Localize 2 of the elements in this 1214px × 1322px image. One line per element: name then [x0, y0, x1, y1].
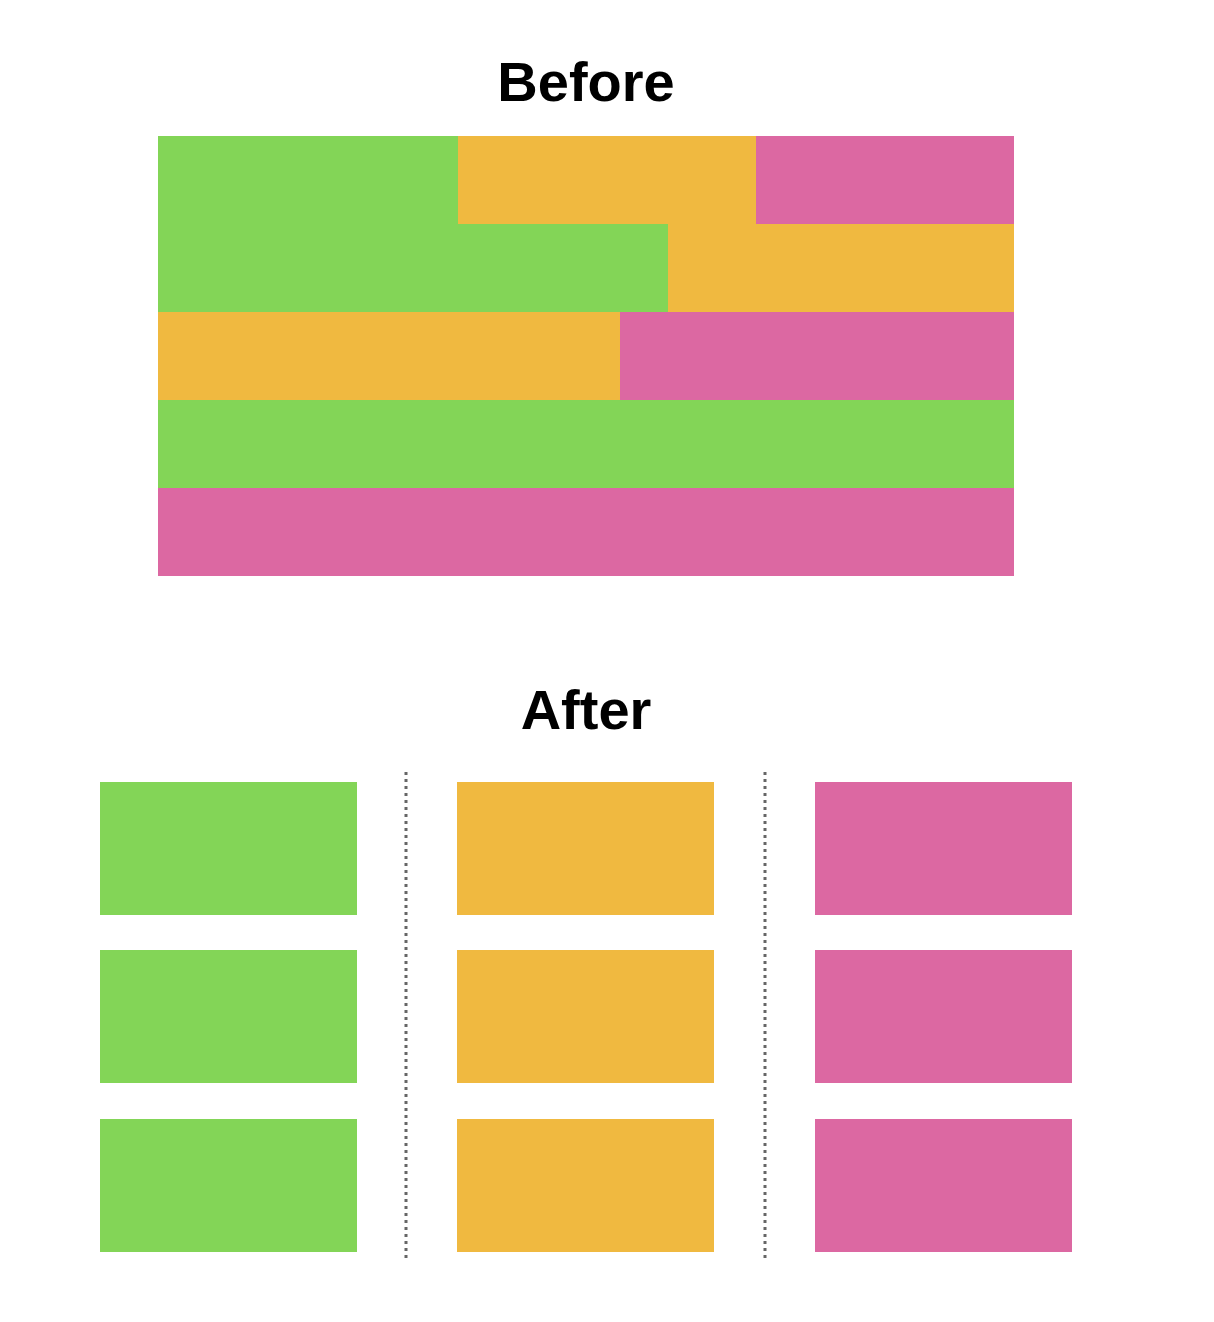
section-heading: After	[520, 678, 652, 742]
section-heading: Before	[497, 50, 675, 114]
